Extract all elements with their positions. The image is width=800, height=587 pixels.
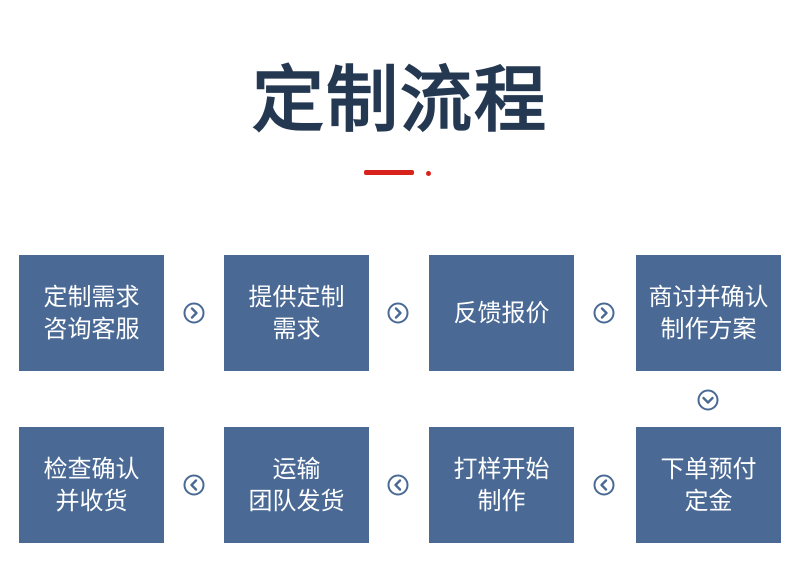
step-1-line-1: 定制需求 [43, 283, 140, 311]
step-5-line-1: 下单预付 [660, 455, 757, 483]
title-divider [364, 170, 414, 175]
step-4-line-2: 制作方案 [660, 315, 757, 343]
circle-chevron-left-icon [183, 474, 205, 496]
step-box-5: 下单预付 定金 [636, 427, 781, 543]
page-title: 定制流程 [251, 58, 548, 142]
step-4-line-1: 商讨并确认 [648, 283, 769, 311]
circle-chevron-right-icon [183, 302, 205, 324]
step-8-line-2: 并收货 [55, 487, 128, 515]
circle-chevron-left-icon [593, 474, 615, 496]
title-divider-dot [426, 171, 431, 176]
step-2-line-1: 提供定制 [248, 283, 345, 311]
step-8-line-1: 检查确认 [43, 455, 140, 483]
step-6-line-1: 打样开始 [453, 455, 550, 483]
step-box-6: 打样开始 制作 [429, 427, 574, 543]
circle-chevron-left-icon [387, 474, 409, 496]
step-7-line-2: 团队发货 [248, 487, 345, 515]
step-box-4: 商讨并确认 制作方案 [636, 255, 781, 371]
step-box-2: 提供定制 需求 [224, 255, 369, 371]
step-5-line-2: 定金 [684, 487, 733, 515]
step-7-line-1: 运输 [272, 455, 321, 483]
step-box-3: 反馈报价 [429, 255, 574, 371]
step-box-8: 检查确认 并收货 [19, 427, 164, 543]
circle-chevron-right-icon [593, 302, 615, 324]
step-3-line-1: 反馈报价 [453, 299, 550, 327]
circle-chevron-down-icon [697, 389, 719, 411]
step-box-7: 运输 团队发货 [224, 427, 369, 543]
circle-chevron-right-icon [387, 302, 409, 324]
step-6-line-2: 制作 [477, 487, 526, 515]
step-1-line-2: 咨询客服 [43, 315, 140, 343]
step-2-line-2: 需求 [272, 315, 321, 343]
step-box-1: 定制需求 咨询客服 [19, 255, 164, 371]
